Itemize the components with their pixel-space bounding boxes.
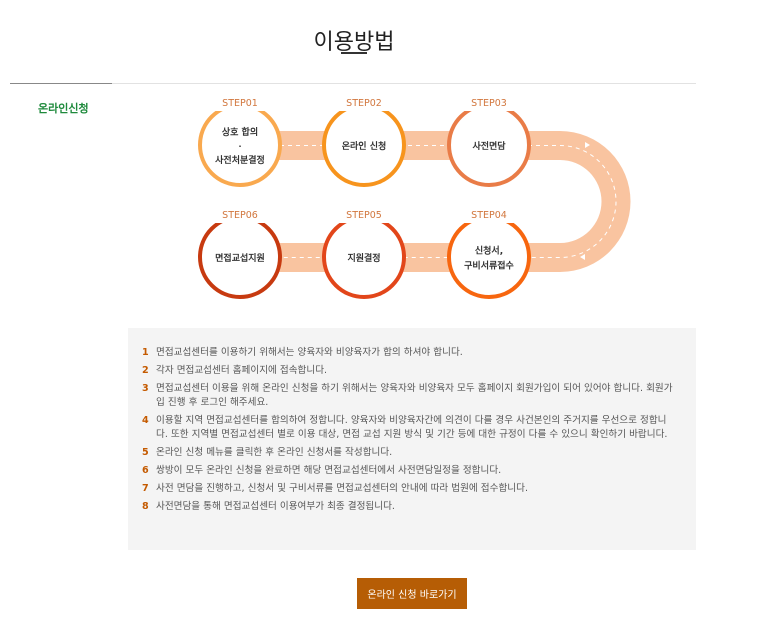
step-label: STEP02 — [346, 98, 382, 109]
step-text: 상호 합의 — [222, 126, 258, 138]
step-label: STEP04 — [471, 210, 507, 221]
note-number: 4 — [142, 415, 149, 426]
note-item: 8 사전면담을 통해 면접교섭센터 이용여부가 최종 결정됩니다. — [142, 500, 676, 514]
step-text: 온라인 신청 — [342, 140, 387, 152]
note-number: 2 — [142, 365, 149, 376]
note-text: 사전면담을 통해 면접교섭센터 이용여부가 최종 결정됩니다. — [156, 501, 395, 512]
note-item: 6 쌍방이 모두 온라인 신청을 완료하면 해당 면접교섭센터에서 사전면담일정을… — [142, 464, 676, 478]
title-underline — [341, 52, 367, 54]
note-text: 사전 면담을 진행하고, 신청서 및 구비서류를 면접교섭센터의 안내에 따라 … — [156, 483, 528, 494]
note-number: 5 — [142, 447, 149, 458]
note-item: 4 이용할 지역 면접교섭센터를 합의하여 정합니다. 양육자와 비양육자간에 의… — [142, 414, 676, 442]
step-label: STEP06 — [222, 210, 258, 221]
step-5: STEP05 지원결정 — [322, 209, 406, 299]
step-2: STEP02 온라인 신청 — [322, 97, 406, 187]
note-number: 8 — [142, 501, 149, 512]
flow-dashed-path — [240, 145, 617, 258]
step-text: 구비서류접수 — [464, 260, 514, 272]
step-4: STEP04 신청서, 구비서류접수 — [447, 209, 531, 299]
instructions-box: 1 면접교섭센터를 이용하기 위해서는 양육자와 비양육자가 합의 하셔야 합니다… — [128, 328, 696, 550]
note-number: 3 — [142, 383, 149, 394]
note-text: 쌍방이 모두 온라인 신청을 완료하면 해당 면접교섭센터에서 사전면담일정을 … — [156, 465, 502, 476]
step-3: STEP03 사전면담 — [447, 97, 531, 187]
step-text: 지원결정 — [347, 252, 380, 264]
note-item: 2 각자 면접교섭센터 홈페이지에 접속합니다. — [142, 364, 676, 378]
divider — [10, 83, 696, 84]
note-item: 7 사전 면담을 진행하고, 신청서 및 구비서류를 면접교섭센터의 안내에 따라… — [142, 482, 676, 496]
note-text: 면접교섭센터를 이용하기 위해서는 양육자와 비양육자가 합의 하셔야 합니다. — [156, 347, 463, 358]
note-item: 1 면접교섭센터를 이용하기 위해서는 양육자와 비양육자가 합의 하셔야 합니다… — [142, 346, 676, 360]
step-label: STEP01 — [222, 98, 258, 109]
note-text: 각자 면접교섭센터 홈페이지에 접속합니다. — [156, 365, 328, 376]
note-text: 이용할 지역 면접교섭센터를 합의하여 정합니다. 양육자와 비양육자간에 의견… — [156, 415, 668, 440]
note-number: 6 — [142, 465, 149, 476]
note-text: 온라인 신청 메뉴를 클릭한 후 온라인 신청서를 작성합니다. — [156, 447, 393, 458]
note-item: 5 온라인 신청 메뉴를 클릭한 후 온라인 신청서를 작성합니다. — [142, 446, 676, 460]
side-divider — [10, 83, 112, 84]
side-label: 온라인신청 — [38, 102, 89, 115]
step-text: 면접교섭지원 — [215, 252, 265, 264]
step-text: 사전면담 — [472, 140, 506, 152]
online-apply-button[interactable]: 온라인 신청 바로가기 — [357, 578, 467, 609]
step-1: STEP01 상호 합의 · 사전처분결정 — [198, 97, 282, 187]
step-text: 신청서, — [475, 245, 503, 257]
step-text: 사전처분결정 — [215, 154, 265, 166]
arrow-icon — [580, 254, 585, 260]
step-label: STEP03 — [471, 98, 507, 109]
page-title: 이용방법 — [313, 30, 395, 55]
flow-band-turn — [560, 131, 631, 272]
step-text: · — [238, 142, 241, 151]
step-6: STEP06 면접교섭지원 — [198, 209, 282, 299]
note-text: 면접교섭센터 이용을 위해 온라인 신청을 하기 위해서는 양육자와 비양육자 … — [156, 383, 673, 408]
process-diagram: STEP01 상호 합의 · 사전처분결정 STEP02 온라인 신청 STEP03 사전면담… — [198, 97, 631, 299]
note-number: 7 — [142, 483, 149, 494]
note-item: 3 면접교섭센터 이용을 위해 온라인 신청을 하기 위해서는 양육자와 비양육자… — [142, 382, 676, 410]
step-circle — [447, 215, 531, 299]
note-number: 1 — [142, 347, 149, 358]
arrow-icon — [585, 142, 590, 148]
step-label: STEP05 — [346, 210, 382, 221]
